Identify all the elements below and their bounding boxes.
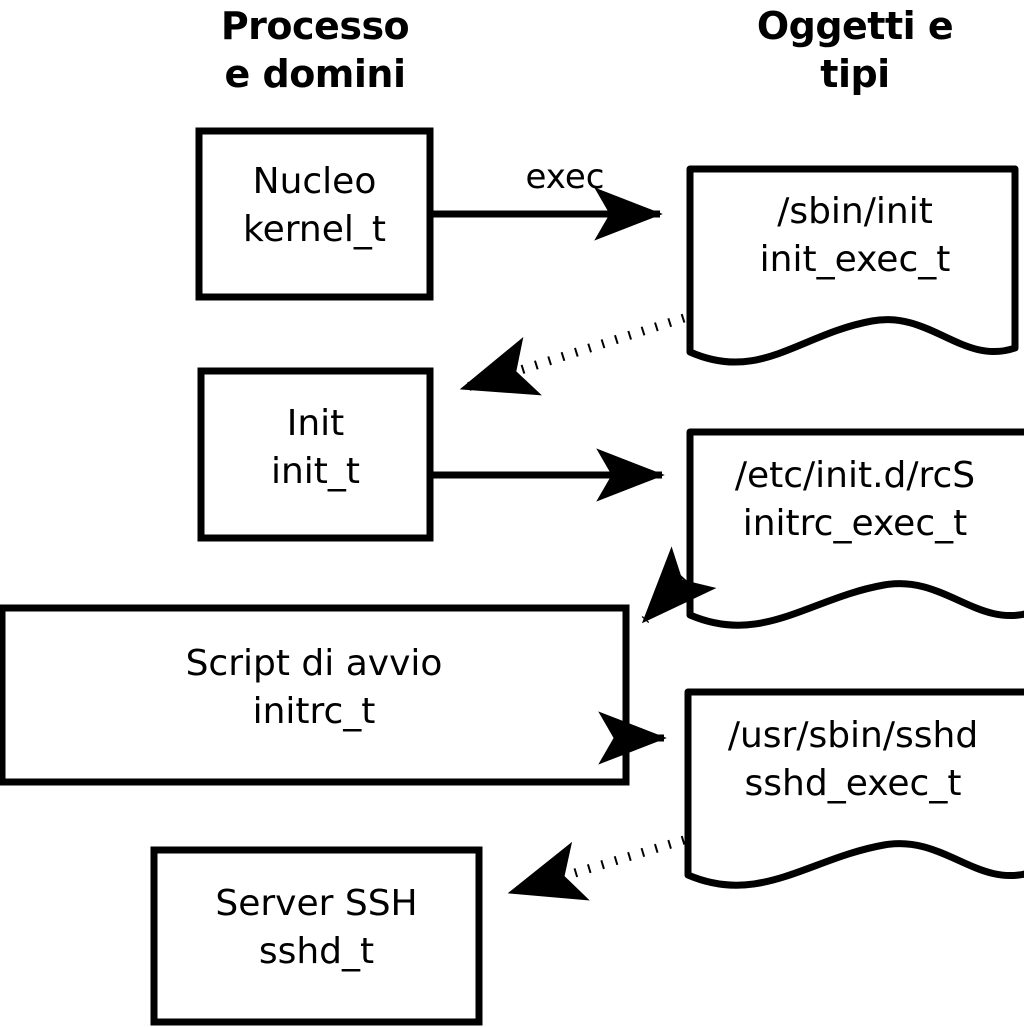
node-shape-init[interactable]: [197, 367, 434, 542]
column-header-processes: Processo e domini: [220, 4, 410, 97]
node-shape-init-exec[interactable]: [686, 165, 1019, 366]
edge-label-exec: exec: [525, 157, 605, 197]
edge-sshd-exec-to-sshd: [507, 835, 686, 901]
edge-init-exec-to-init: [459, 313, 686, 396]
node-shape-initrc[interactable]: [0, 604, 630, 786]
column-header-objects: Oggetti e tipi: [756, 4, 954, 97]
node-shape-sshd-exec[interactable]: [684, 688, 1024, 889]
edge-initrc-exec-to-initrc: [641, 546, 717, 624]
node-shape-sshd[interactable]: [150, 846, 483, 1026]
node-shape-initrc-exec[interactable]: [686, 428, 1024, 629]
node-shape-kernel[interactable]: [195, 127, 434, 301]
